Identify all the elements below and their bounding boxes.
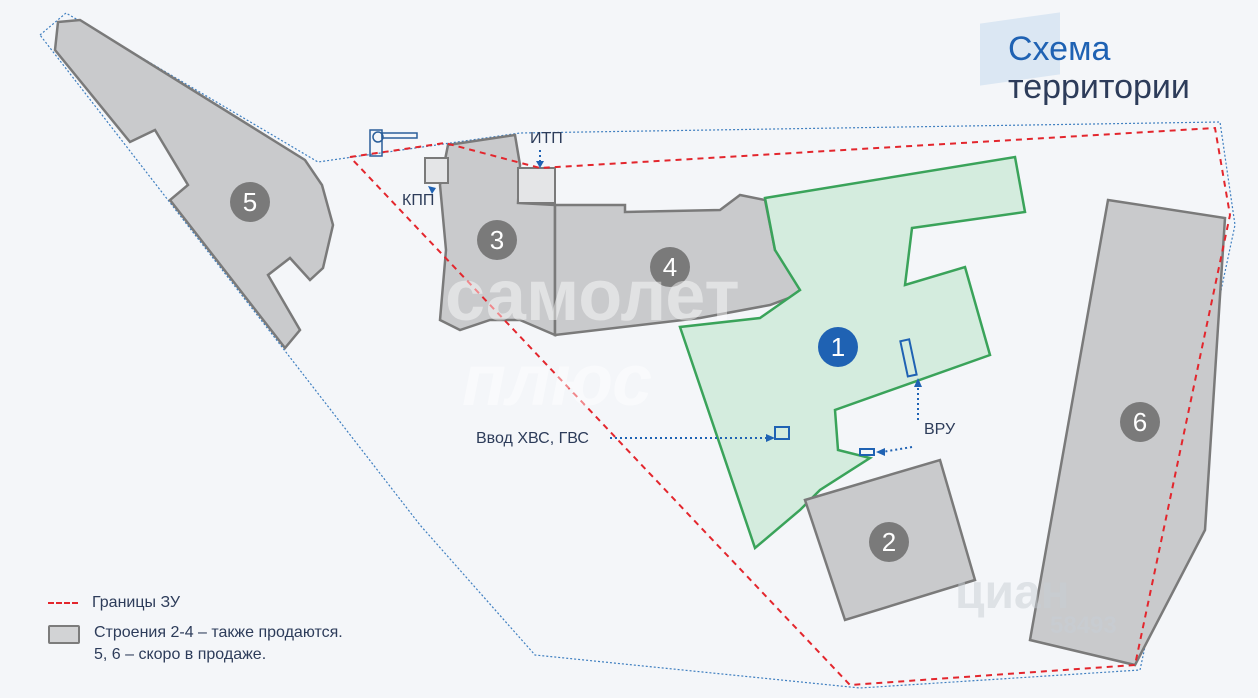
dashed-line-swatch <box>48 602 78 604</box>
building-swatch <box>48 625 80 644</box>
building-label-5: 5 <box>243 187 257 217</box>
building-label-1: 1 <box>831 332 845 362</box>
legend-buildings-line1: Строения 2-4 – также продаются. <box>94 624 343 641</box>
watermark-brand-2: плюс <box>462 341 653 421</box>
plot-boundary-red <box>349 126 1232 687</box>
itp-box <box>517 167 556 204</box>
title-line-1: Схема <box>1008 30 1111 68</box>
itp-label: ИТП <box>530 130 563 147</box>
page-title: Схема территории <box>1008 30 1190 106</box>
callout-lines <box>539 150 919 453</box>
legend-buildings-line2: 5, 6 – скоро в продаже. <box>94 646 267 663</box>
watermark-cian-id: 58493 <box>1050 612 1117 639</box>
water-input-label: Ввод ХВС, ГВС <box>476 430 589 447</box>
watermark-cian: циан <box>955 566 1070 619</box>
building-5 <box>53 18 335 350</box>
vru-label: ВРУ <box>924 421 956 438</box>
legend-buildings: Строения 2-4 – также продаются. 5, 6 – с… <box>48 622 343 666</box>
building-label-3: 3 <box>490 225 504 255</box>
legend-buildings-text: Строения 2-4 – также продаются. 5, 6 – с… <box>94 622 343 666</box>
legend: Границы ЗУ Строения 2-4 – также продаютс… <box>48 594 343 676</box>
building-label-4: 4 <box>663 252 677 282</box>
building-label-2: 2 <box>882 527 896 557</box>
kpp-box <box>424 157 449 184</box>
legend-boundary: Границы ЗУ <box>48 594 343 612</box>
watermark-brand: самолет <box>445 256 740 336</box>
vru-marker-2 <box>859 448 875 456</box>
callout-arrows <box>428 161 922 456</box>
kpp-label: КПП <box>402 192 435 209</box>
outer-plot-boundary <box>39 12 1236 689</box>
vru-marker <box>899 338 918 378</box>
title-line-2: территории <box>1008 68 1190 106</box>
barrier-icon <box>369 129 418 157</box>
water-input-marker <box>774 426 790 440</box>
building-label-6: 6 <box>1133 407 1147 437</box>
legend-boundary-label: Границы ЗУ <box>92 594 181 611</box>
